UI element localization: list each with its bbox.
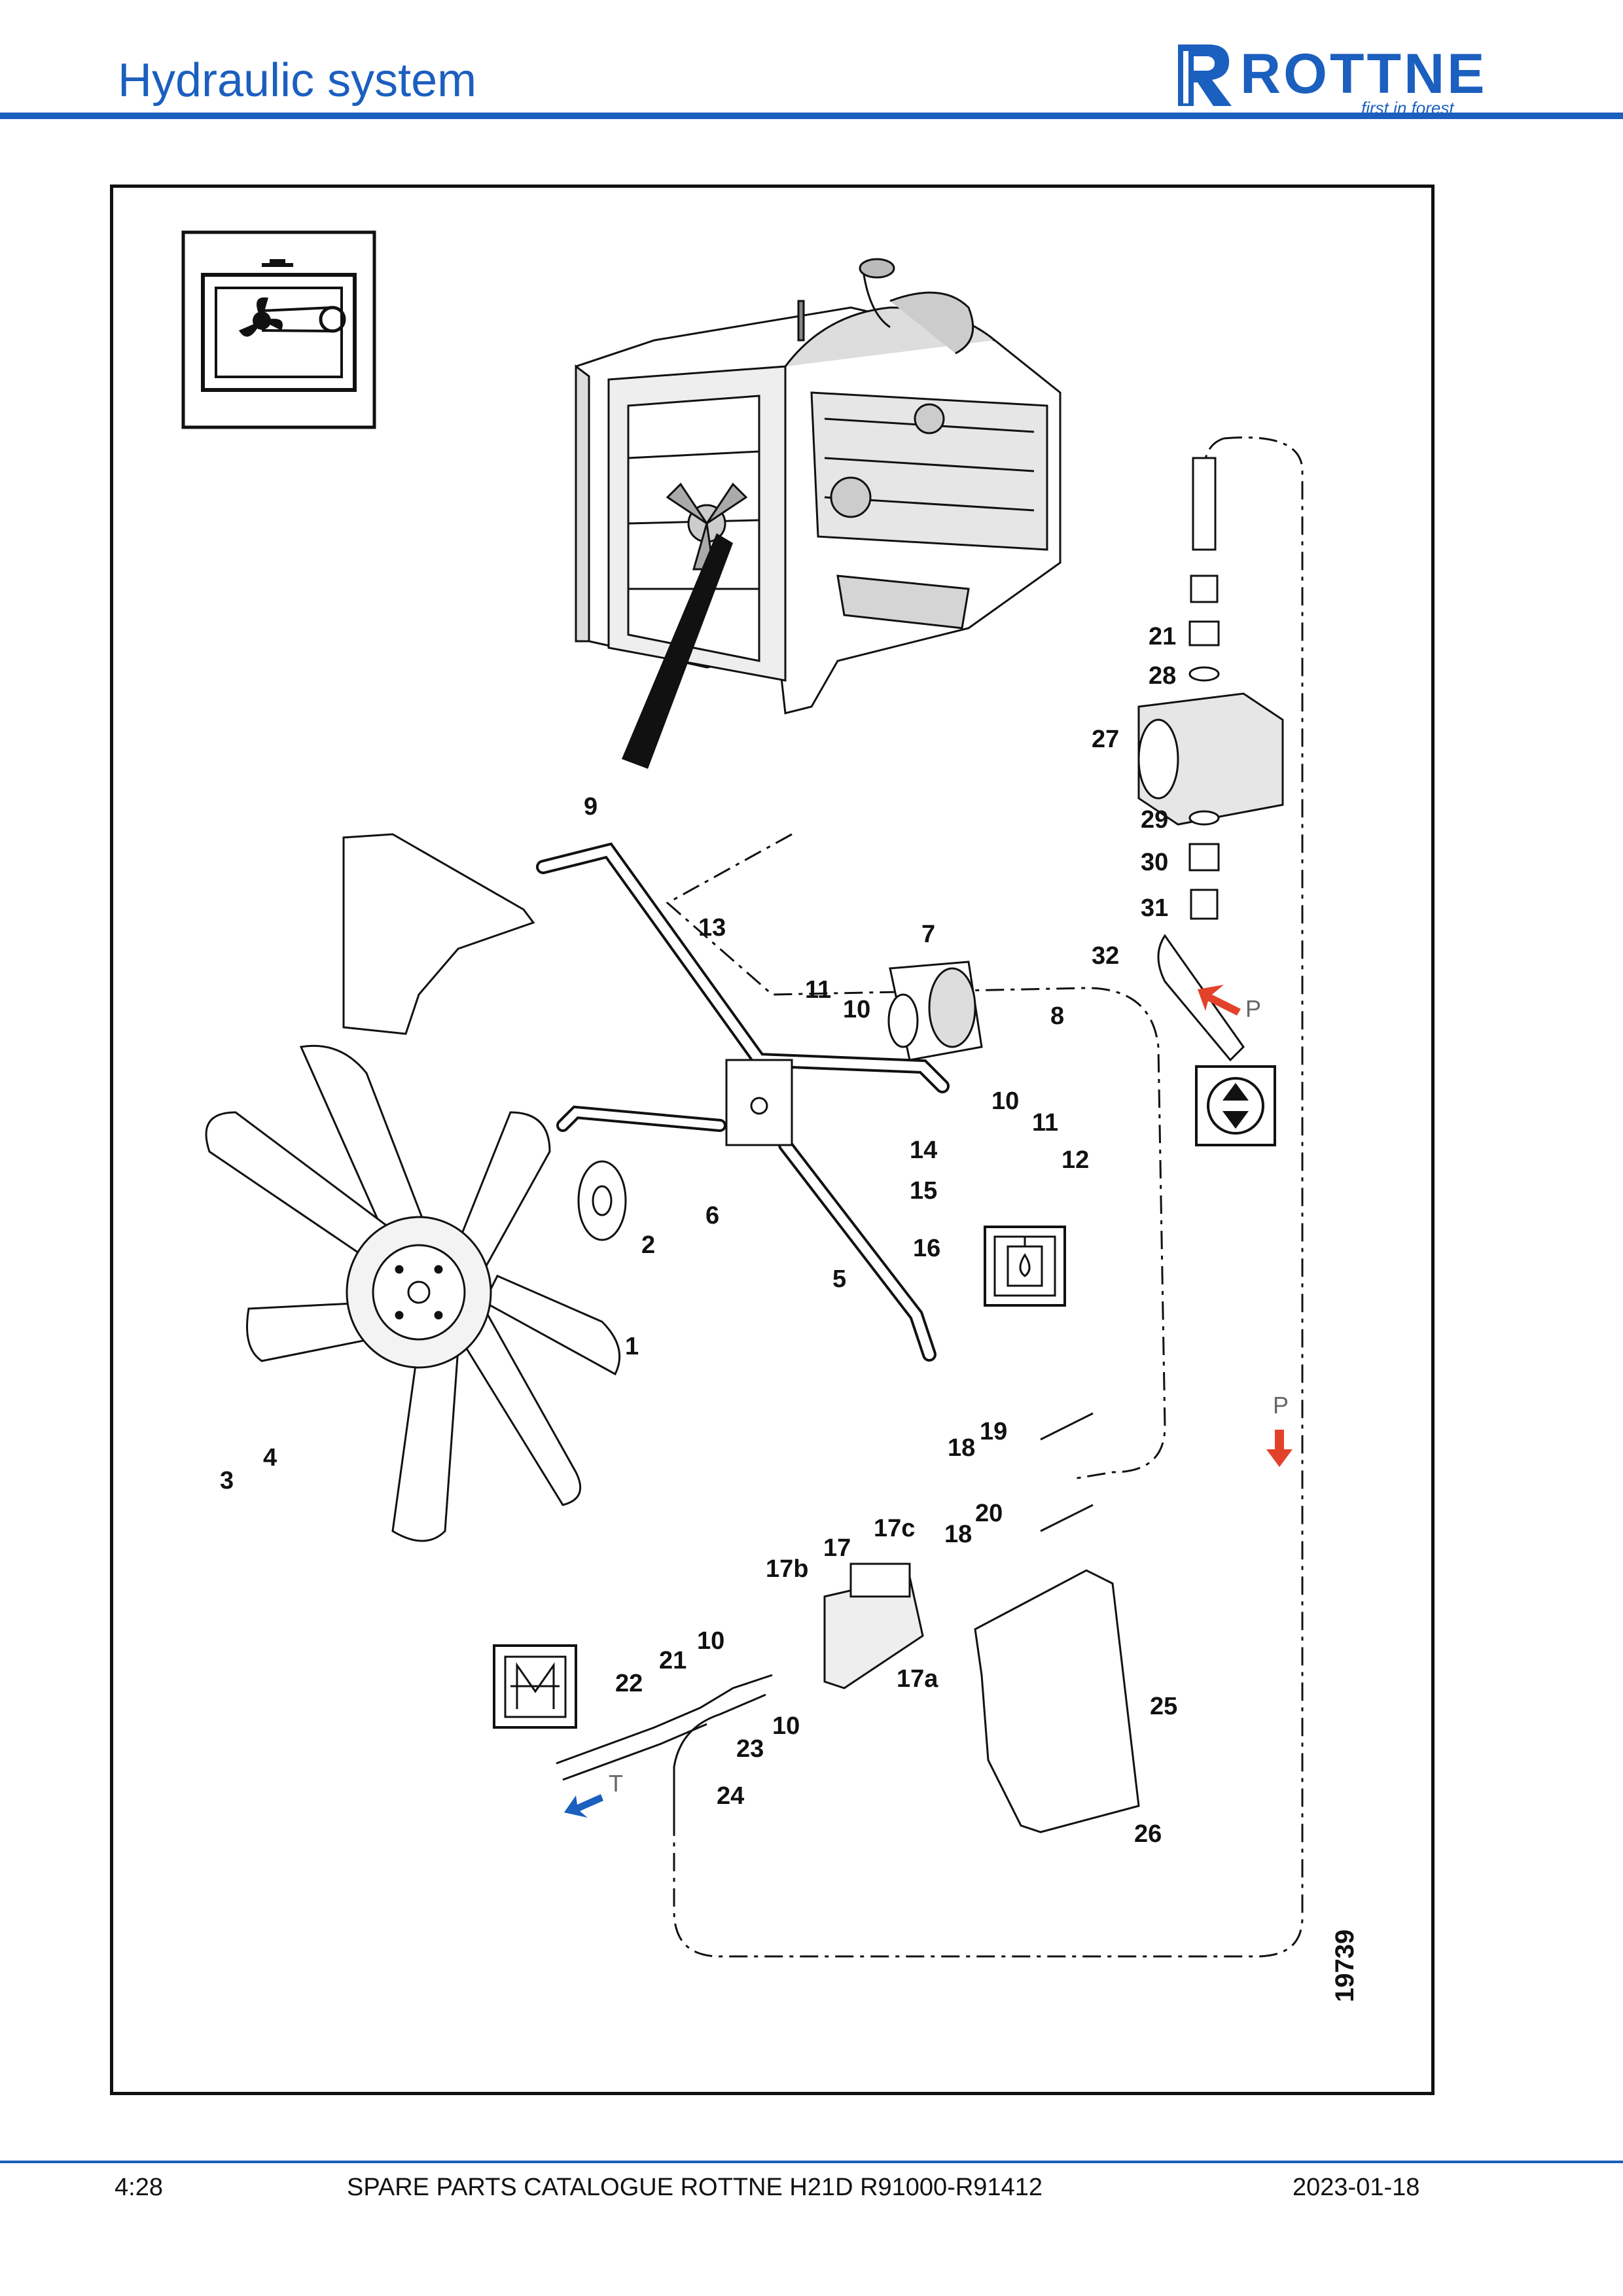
return-hoses: [556, 1412, 1094, 1832]
fan-bracket: [342, 833, 535, 1035]
callout-25: 25: [1150, 1693, 1177, 1720]
callout-10c: 10: [697, 1627, 724, 1655]
callout-17b: 17b: [766, 1555, 808, 1583]
engine-illustration: [575, 258, 1061, 715]
callout-9: 9: [584, 793, 597, 821]
callout-24: 24: [717, 1782, 744, 1810]
direction-control-icon: [1195, 1065, 1276, 1146]
callout-26: 26: [1134, 1820, 1162, 1848]
callout-14: 14: [910, 1137, 937, 1164]
drawing-number: 19739: [1330, 1930, 1359, 2002]
footer-catalogue-title: SPARE PARTS CATALOGUE ROTTNE H21D R91000…: [347, 2174, 1043, 2201]
fan-drive-symbol-icon: [181, 230, 376, 429]
oil-filter-symbol-icon: [984, 1226, 1066, 1307]
flow-label-p-upper: P: [1245, 995, 1261, 1022]
diagram-frame: [110, 185, 1435, 2095]
callout-10d: 10: [772, 1712, 800, 1740]
callout-17: 17: [823, 1534, 851, 1562]
hub-flange: [577, 1160, 627, 1241]
fan-assembly: [205, 1044, 621, 1542]
callout-12: 12: [1061, 1146, 1089, 1174]
logo-tagline: first in forest: [1361, 98, 1454, 118]
callout-5: 5: [832, 1265, 846, 1293]
flow-arrow-t: [564, 1794, 603, 1818]
callout-6: 6: [705, 1202, 719, 1229]
callout-2: 2: [641, 1231, 655, 1259]
logo-r-mark-icon: [1178, 44, 1232, 106]
header-rule: [0, 113, 1623, 119]
footer-date: 2023-01-18: [1293, 2174, 1420, 2201]
callout-20: 20: [975, 1500, 1003, 1527]
callout-29: 29: [1141, 806, 1168, 834]
logo-wordmark: ROTTNE: [1240, 43, 1488, 105]
valve-bracket: [974, 1569, 1140, 1833]
hose-route-line-2: [666, 833, 1166, 1480]
callout-32: 32: [1092, 942, 1119, 970]
callout-7: 7: [921, 921, 935, 948]
flow-label-p-lower: P: [1273, 1392, 1289, 1419]
callout-4: 4: [263, 1444, 277, 1472]
callout-3: 3: [220, 1467, 234, 1494]
detail-pointer-wedge: [622, 533, 733, 769]
callout-28: 28: [1149, 662, 1176, 690]
callout-23: 23: [736, 1735, 764, 1763]
callout-18b: 18: [944, 1521, 972, 1548]
main-pump: [1137, 457, 1284, 1062]
callout-27: 27: [1092, 726, 1119, 753]
callout-31: 31: [1141, 894, 1168, 922]
callout-21a: 21: [1149, 623, 1176, 650]
cooler-symbol-icon: [493, 1644, 577, 1729]
footer-page-number: 4:28: [115, 2174, 163, 2201]
callout-16: 16: [913, 1235, 940, 1262]
fan-pump: [887, 961, 983, 1061]
callout-21b: 21: [659, 1647, 687, 1674]
callout-22: 22: [615, 1670, 643, 1697]
flow-arrow-p-upper: [1198, 985, 1241, 1016]
callout-11a: 11: [805, 976, 831, 1004]
flow-label-t: T: [609, 1770, 623, 1797]
flow-arrow-p-lower: [1266, 1430, 1293, 1467]
callout-11b: 11: [1032, 1109, 1058, 1137]
callout-8: 8: [1050, 1002, 1064, 1030]
rottne-logo: ROTTNE first in forest: [1171, 38, 1512, 118]
hydraulic-exploded-diagram: P P T 1 2 3 4 5 6 7 8 9 10 10 10 10 11 1…: [181, 230, 1359, 2002]
callout-10b: 10: [991, 1087, 1019, 1115]
footer-rule: [0, 2161, 1623, 2163]
valve-block: [823, 1563, 924, 1689]
callout-18a: 18: [948, 1434, 975, 1462]
callout-17a: 17a: [897, 1665, 938, 1693]
callout-1: 1: [625, 1333, 639, 1360]
callout-19: 19: [980, 1418, 1007, 1445]
callout-13: 13: [698, 914, 726, 942]
callout-17c: 17c: [874, 1515, 915, 1542]
page-title: Hydraulic system: [118, 54, 477, 107]
callout-30: 30: [1141, 849, 1168, 876]
callout-15: 15: [910, 1177, 937, 1205]
callout-10a: 10: [843, 996, 870, 1023]
